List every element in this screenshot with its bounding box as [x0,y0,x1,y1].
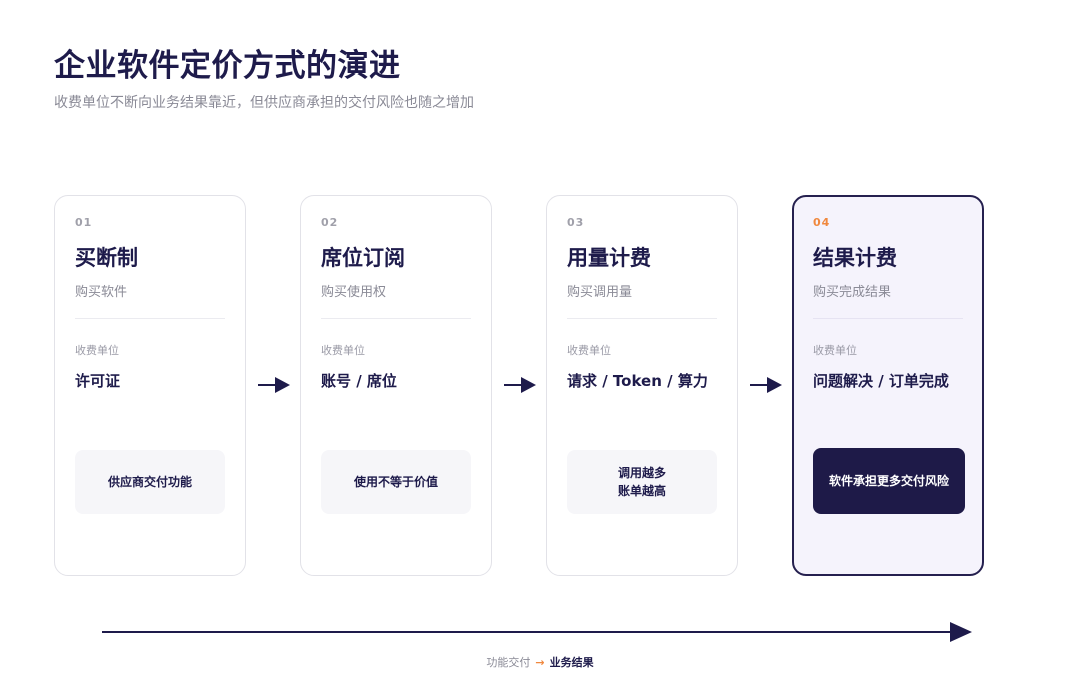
stage-number: 01 [75,216,93,229]
card-divider [813,318,963,319]
step-arrow-icon [750,377,782,393]
timeline-start-label: 功能交付 [486,656,531,669]
stage-number: 04 [813,216,831,229]
stage-note: 软件承担更多交付风险 [813,448,965,514]
page-title: 企业软件定价方式的演进 [54,48,401,84]
card-divider [321,318,471,319]
stage-title: 席位订阅 [321,246,405,270]
billing-unit-value: 问题解决 / 订单完成 [813,372,949,390]
stage-description: 购买调用量 [567,285,633,300]
stage-card-usage-based: 03 用量计费 购买调用量 收费单位 请求 / Token / 算力 调用越多 … [546,195,738,576]
billing-unit-value: 请求 / Token / 算力 [567,372,708,390]
stage-number: 03 [567,216,585,229]
step-arrow-icon [258,377,290,393]
stage-description: 购买使用权 [321,285,387,300]
card-divider [567,318,717,319]
stage-card-seat-subscription: 02 席位订阅 购买使用权 收费单位 账号 / 席位 使用不等于价值 [300,195,492,576]
timeline-caption: 功能交付 → 业务结果 [0,654,1080,670]
stage-description: 购买完成结果 [813,285,892,300]
stage-note: 使用不等于价值 [321,450,471,514]
stage-title: 买断制 [75,246,138,270]
billing-unit-label: 收费单位 [321,344,365,357]
stage-description: 购买软件 [75,285,128,300]
stage-title: 结果计费 [813,246,897,270]
stage-card-perpetual: 01 买断制 购买软件 收费单位 许可证 供应商交付功能 [54,195,246,576]
billing-unit-value: 许可证 [75,372,121,390]
stage-number: 02 [321,216,339,229]
timeline-arrow-glyph: → [535,656,545,669]
billing-unit-label: 收费单位 [813,344,857,357]
timeline-end-label: 业务结果 [549,656,594,669]
stage-title: 用量计费 [567,246,651,270]
billing-unit-value: 账号 / 席位 [321,372,397,390]
card-divider [75,318,225,319]
page-subtitle: 收费单位不断向业务结果靠近，但供应商承担的交付风险也随之增加 [54,95,474,111]
stage-note: 调用越多 账单越高 [567,450,717,514]
stage-card-outcome-based: 04 结果计费 购买完成结果 收费单位 问题解决 / 订单完成 软件承担更多交付… [792,195,984,576]
timeline-arrow-icon [102,622,972,642]
billing-unit-label: 收费单位 [75,344,119,357]
billing-unit-label: 收费单位 [567,344,611,357]
stage-note: 供应商交付功能 [75,450,225,514]
step-arrow-icon [504,377,536,393]
